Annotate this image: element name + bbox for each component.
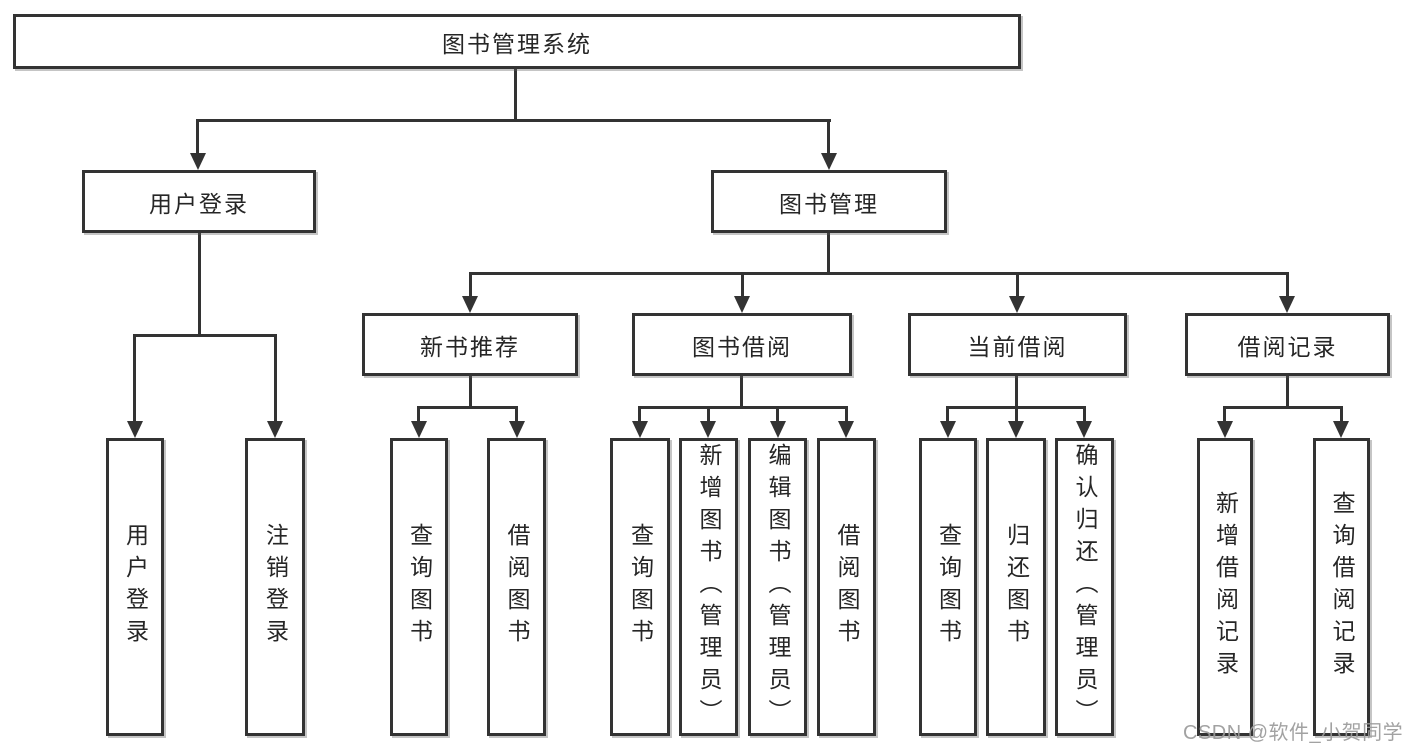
edge-line xyxy=(1015,406,1018,424)
arrowhead-down xyxy=(190,153,206,170)
arrowhead-down xyxy=(1009,296,1025,313)
leaf-query-books-3: 查询图书 xyxy=(919,438,977,736)
edge-line xyxy=(133,334,277,337)
edge-line xyxy=(417,406,518,409)
watermark: CSDN @软件_小贺同学 xyxy=(1183,722,1404,744)
arrowhead-down xyxy=(127,421,143,438)
leaf-logout: 注销登录 xyxy=(245,438,305,736)
leaf-label: 查询借阅记录 xyxy=(1329,491,1355,683)
edge-line xyxy=(776,406,779,424)
leaf-label: 借阅图书 xyxy=(504,523,530,651)
leaf-label: 查询图书 xyxy=(935,523,962,651)
edge-line xyxy=(827,233,830,275)
edge-line xyxy=(1223,406,1342,409)
arrowhead-down xyxy=(838,421,854,438)
node-label: 新书推荐 xyxy=(420,333,520,360)
leaf-label: 新增图书（管理员） xyxy=(696,443,722,731)
edge-line xyxy=(638,406,847,409)
node-label: 用户登录 xyxy=(149,190,249,217)
leaf-user-login: 用户登录 xyxy=(106,438,164,736)
arrowhead-down xyxy=(632,421,648,438)
leaf-return-books: 归还图书 xyxy=(986,438,1046,736)
edge-line xyxy=(1286,376,1289,409)
leaf-borrow-books-1: 借阅图书 xyxy=(487,438,546,736)
arrowhead-down xyxy=(462,296,478,313)
leaf-edit-books-admin: 编辑图书（管理员） xyxy=(748,438,807,736)
node-label: 图书管理 xyxy=(779,190,879,217)
leaf-label: 注销登录 xyxy=(262,523,289,651)
edge-line xyxy=(845,406,848,424)
edge-line xyxy=(198,233,201,337)
edge-line xyxy=(946,406,949,424)
leaf-borrow-books-2: 借阅图书 xyxy=(817,438,876,736)
node-label: 借阅记录 xyxy=(1237,333,1338,360)
arrowhead-down xyxy=(267,421,283,438)
leaf-query-books-1: 查询图书 xyxy=(390,438,448,736)
node-new-book-recommendation: 新书推荐 xyxy=(362,313,578,376)
leaf-query-borrow-record: 查询借阅记录 xyxy=(1313,438,1370,736)
arrowhead-down xyxy=(411,421,427,438)
arrowhead-down xyxy=(700,421,716,438)
leaf-label: 查询图书 xyxy=(406,523,433,651)
leaf-label: 查询图书 xyxy=(627,523,654,651)
leaf-query-books-2: 查询图书 xyxy=(610,438,670,736)
edge-line xyxy=(1223,406,1226,424)
leaf-label: 用户登录 xyxy=(122,523,149,651)
edge-line xyxy=(514,69,517,121)
arrowhead-down xyxy=(770,421,786,438)
leaf-confirm-return-admin: 确认归还（管理员） xyxy=(1055,438,1114,736)
leaf-label: 新增借阅记录 xyxy=(1212,491,1239,683)
edge-line xyxy=(1016,272,1019,300)
node-label: 图书借阅 xyxy=(692,333,792,360)
edge-line xyxy=(469,272,1288,275)
edge-line xyxy=(827,119,830,157)
arrowhead-down xyxy=(1279,296,1295,313)
arrowhead-down xyxy=(509,421,525,438)
node-current-borrowing: 当前借阅 xyxy=(908,313,1127,376)
node-user-login: 用户登录 xyxy=(82,170,316,233)
edge-line xyxy=(469,272,472,300)
arrowhead-down xyxy=(940,421,956,438)
leaf-label: 借阅图书 xyxy=(834,523,860,651)
edge-line xyxy=(133,334,136,424)
leaf-add-borrow-record: 新增借阅记录 xyxy=(1197,438,1253,736)
edge-line xyxy=(274,334,277,424)
node-library-management-system: 图书管理系统 xyxy=(13,14,1021,69)
edge-line xyxy=(741,272,744,300)
node-borrowing-records: 借阅记录 xyxy=(1185,313,1390,376)
edge-line xyxy=(515,406,518,424)
edge-line xyxy=(196,119,831,122)
node-label: 图书管理系统 xyxy=(442,30,592,57)
edge-line xyxy=(740,376,743,409)
leaf-label: 归还图书 xyxy=(1003,523,1030,651)
arrowhead-down xyxy=(734,296,750,313)
edge-line xyxy=(1286,272,1289,300)
node-book-borrowing: 图书借阅 xyxy=(632,313,852,376)
leaf-add-books-admin: 新增图书（管理员） xyxy=(679,438,738,736)
edge-line xyxy=(469,376,472,409)
node-label: 当前借阅 xyxy=(967,333,1068,360)
arrowhead-down xyxy=(1217,421,1233,438)
edge-line xyxy=(1083,406,1086,424)
leaf-label: 编辑图书（管理员） xyxy=(765,443,791,731)
edge-line xyxy=(638,406,641,424)
arrowhead-down xyxy=(1333,421,1349,438)
leaf-label: 确认归还（管理员） xyxy=(1072,443,1098,731)
arrowhead-down xyxy=(821,153,837,170)
arrowhead-down xyxy=(1008,421,1024,438)
edge-line xyxy=(707,406,710,424)
arrowhead-down xyxy=(1076,421,1092,438)
edge-line xyxy=(196,119,199,157)
edge-line xyxy=(1015,376,1018,409)
edge-line xyxy=(1340,406,1343,424)
edge-line xyxy=(417,406,420,424)
node-book-management: 图书管理 xyxy=(711,170,947,233)
